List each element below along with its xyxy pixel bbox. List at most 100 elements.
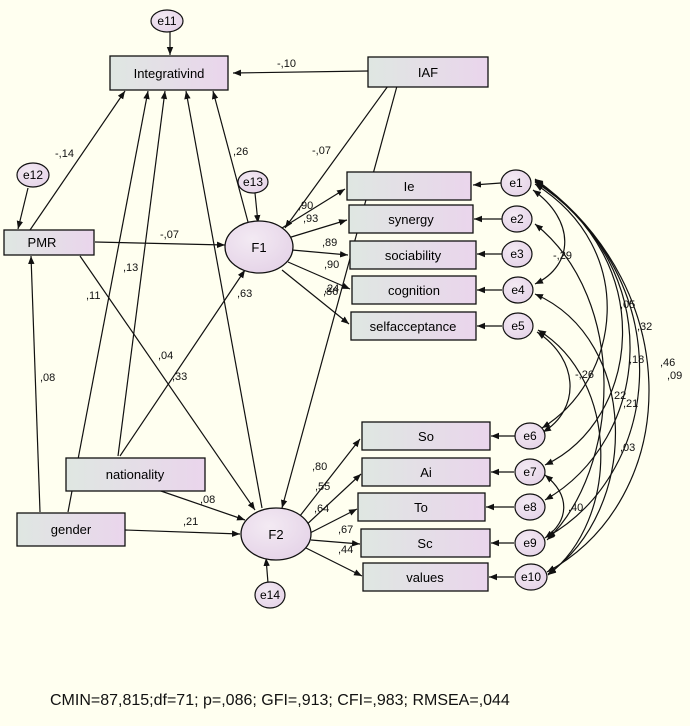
error-e12: e12 bbox=[16, 162, 50, 188]
path-gender-integrativind bbox=[67, 90, 150, 513]
path-iaf-f1 bbox=[284, 85, 389, 229]
node-f2: F2 bbox=[240, 507, 312, 561]
error-e5: e5 bbox=[502, 312, 534, 340]
error-e11: e11 bbox=[150, 9, 184, 33]
cov-e1-e6 bbox=[534, 183, 608, 429]
node-sc: Sc bbox=[360, 528, 491, 558]
node-label: PMR bbox=[28, 235, 57, 250]
paths bbox=[16, 32, 515, 584]
error-label: e9 bbox=[523, 536, 537, 550]
path-f2-to bbox=[309, 508, 358, 534]
coef-gender-integrativind: ,11 bbox=[86, 290, 100, 302]
covariances bbox=[532, 178, 650, 576]
error-e7: e7 bbox=[514, 458, 546, 486]
path-iaf-f2 bbox=[281, 85, 398, 509]
cov-label-e5-e6: -,26 bbox=[575, 369, 594, 381]
cov-label-e5-e10: ,03 bbox=[620, 442, 635, 454]
cov-label-e1-e8: ,18 bbox=[629, 354, 644, 366]
error-e9: e9 bbox=[514, 529, 546, 557]
error-label: e4 bbox=[511, 283, 525, 297]
path-f2-integrativind bbox=[184, 90, 263, 509]
coef-f1-integrativind: ,26 bbox=[233, 146, 248, 158]
path-coefficients: -,10 -,14 ,26 -,07 -,07 ,13 ,11 ,63 ,04 … bbox=[40, 58, 353, 556]
path-f1-ie bbox=[281, 188, 346, 229]
cov-e1-e10 bbox=[534, 178, 650, 573]
error-label: e11 bbox=[157, 14, 176, 28]
error-label: e2 bbox=[510, 212, 524, 226]
err-arrow-e14 bbox=[263, 557, 270, 584]
node-nationality: nationality bbox=[65, 457, 206, 492]
path-gender-pmr bbox=[28, 255, 41, 513]
coef-f2-values: ,44 bbox=[338, 544, 353, 556]
cov-e1-e9 bbox=[534, 179, 641, 538]
coef-f1-cognition: ,90 bbox=[324, 259, 339, 271]
cov-label-e7-e9: ,40 bbox=[568, 502, 583, 514]
cov-label-e2-e9: ,22 bbox=[611, 390, 626, 402]
error-terms: e11 e12 e13 e14 e1 e2 e3 e4 bbox=[16, 9, 548, 609]
covariance-labels: -,29 ,05 ,32 ,18 ,46 ,09 -,26 ,22 ,21 ,0… bbox=[553, 250, 682, 514]
path-f2-ai bbox=[302, 473, 362, 529]
node-selfacceptance: selfacceptance bbox=[350, 311, 477, 341]
node-integrativind: Integrativind bbox=[109, 55, 229, 91]
error-label: e10 bbox=[521, 570, 541, 584]
node-so: So bbox=[361, 421, 491, 451]
cov-e4-e10 bbox=[534, 293, 616, 575]
node-label: Ie bbox=[404, 179, 415, 194]
node-label: selfacceptance bbox=[370, 319, 457, 334]
node-label: F1 bbox=[251, 240, 266, 255]
node-label: values bbox=[406, 570, 444, 585]
cov-label-e1-e6: ,05 bbox=[620, 299, 635, 311]
path-pmr-integrativind bbox=[29, 90, 126, 231]
node-cognition: cognition bbox=[351, 275, 477, 305]
coef-gender-pmr: ,08 bbox=[40, 372, 55, 384]
coef-f2-ai: ,55 bbox=[315, 481, 330, 493]
path-nationality-f1 bbox=[119, 269, 246, 457]
error-e14: e14 bbox=[254, 581, 286, 609]
coef-f2-so: ,80 bbox=[312, 461, 327, 473]
coef-pmr-f2: ,33 bbox=[172, 371, 187, 383]
path-pmr-f2 bbox=[79, 255, 256, 511]
observed-variables: Integrativind IAF PMR nationality gender… bbox=[3, 55, 491, 592]
node-values: values bbox=[362, 562, 489, 592]
error-label: e13 bbox=[243, 175, 263, 189]
coef-pmr-integrativind: -,14 bbox=[55, 148, 74, 160]
path-f1-integrativind bbox=[211, 90, 249, 223]
cov-label-e1-e10: ,09 bbox=[667, 370, 682, 382]
cov-e1-e7 bbox=[534, 181, 624, 466]
path-f1-synergy bbox=[287, 219, 348, 239]
coef-iaf-f1: -,07 bbox=[312, 145, 331, 157]
cov-label-e1-e9: ,46 bbox=[660, 357, 675, 369]
coef-f2-to: ,64 bbox=[314, 503, 329, 515]
coef-nationality-f1: ,04 bbox=[158, 350, 173, 362]
error-e6: e6 bbox=[514, 422, 546, 450]
err-arrow-e12 bbox=[16, 187, 29, 230]
error-e4: e4 bbox=[502, 276, 534, 304]
error-e8: e8 bbox=[514, 493, 546, 521]
error-label: e3 bbox=[510, 247, 524, 261]
path-f1-cognition bbox=[287, 261, 351, 290]
error-label: e14 bbox=[260, 588, 280, 602]
err-arrow-e1 bbox=[472, 181, 502, 188]
error-label: e8 bbox=[523, 500, 537, 514]
coef-f1-synergy: ,93 bbox=[303, 213, 318, 225]
path-f2-values bbox=[305, 547, 363, 577]
coef-nationality-integrativind: ,13 bbox=[123, 262, 138, 274]
node-ai: Ai bbox=[361, 457, 491, 487]
cov-label-e1-e4: -,29 bbox=[553, 250, 572, 262]
node-iaf: IAF bbox=[367, 56, 489, 88]
fit-statistics: CMIN=87,815;df=71; p=,086; GFI=,913; CFI… bbox=[50, 692, 510, 709]
path-nationality-f2 bbox=[157, 489, 246, 521]
error-e1: e1 bbox=[500, 169, 532, 197]
node-label: So bbox=[418, 429, 434, 444]
path-nationality-integrativind bbox=[117, 90, 168, 457]
coef-f1-cognition-2: ,24 bbox=[324, 283, 339, 295]
node-label: gender bbox=[51, 522, 92, 537]
node-sociability: sociability bbox=[349, 240, 477, 270]
node-label: F2 bbox=[268, 527, 283, 542]
coef-f2-integrativind: ,63 bbox=[237, 288, 252, 300]
path-iaf-integrativind bbox=[232, 69, 369, 77]
path-f1-selfacceptance bbox=[281, 269, 350, 325]
coef-f1-selfacceptance: ,86 bbox=[323, 286, 338, 298]
node-label: Integrativind bbox=[134, 66, 205, 81]
coef-iaf-integrativind: -,10 bbox=[277, 58, 296, 70]
